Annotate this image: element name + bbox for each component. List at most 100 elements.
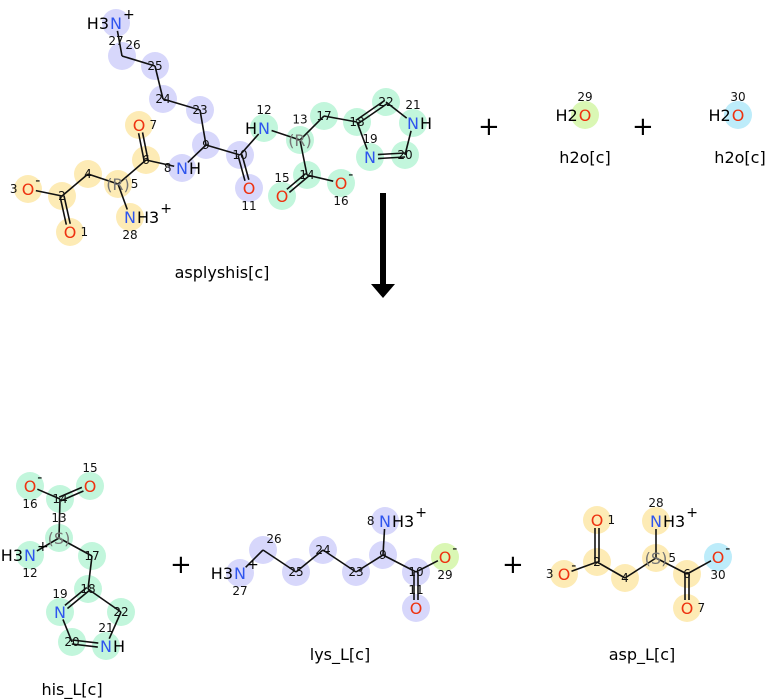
- bond: [154, 65, 164, 100]
- atom-map-number: 10: [232, 148, 247, 162]
- atom-element: O: [22, 180, 35, 199]
- bond: [377, 152, 405, 156]
- bond: [306, 174, 334, 182]
- atom-14: 14: [299, 168, 314, 182]
- bond: [145, 159, 175, 168]
- atom-highlight-3: [550, 560, 578, 588]
- bond: [378, 156, 406, 160]
- atom-map-number: 11: [241, 199, 256, 213]
- atom-17: 17: [84, 549, 99, 563]
- plus-sign-3: +: [170, 550, 192, 580]
- atom-map-number: 27: [232, 584, 247, 598]
- atom-map-number: 14: [52, 492, 67, 506]
- bond: [137, 133, 145, 161]
- atom-highlight-30: [704, 543, 732, 571]
- atom-map-number: 22: [113, 605, 128, 619]
- atom-suffix-hydrogens: H3: [137, 208, 159, 227]
- bond: [199, 109, 207, 146]
- atom-suffix-hydrogens: H: [113, 637, 125, 656]
- atom-map-number: 25: [147, 59, 162, 73]
- atom-suffix-hydrogens: H3: [663, 512, 685, 531]
- bond: [36, 537, 60, 552]
- atom-map-number: 23: [348, 565, 363, 579]
- atom-highlight-30: [724, 101, 752, 129]
- atom-highlight-19: [46, 598, 74, 626]
- atom-prefix-hydrogens: H3: [211, 564, 233, 583]
- atom-19: N19: [52, 587, 67, 622]
- atom-12: NH3+12: [1, 539, 49, 580]
- atom-map-number: 17: [316, 109, 331, 123]
- atom-map-number: 4: [621, 571, 629, 585]
- molecule-name-his: his_L[c]: [41, 680, 102, 700]
- atom-element: N: [234, 564, 246, 583]
- bond: [121, 55, 156, 67]
- bond: [58, 498, 61, 539]
- atom-element: O: [712, 548, 725, 567]
- atom-9: 9: [379, 548, 387, 562]
- atom-10: 10: [408, 565, 423, 579]
- atom-map-number: 15: [82, 461, 97, 475]
- atom-element: (S): [645, 549, 668, 568]
- atom-highlight-29: [431, 543, 459, 571]
- atom-highlight-7: [125, 111, 153, 139]
- atom-24: 24: [155, 92, 170, 106]
- atom-element: N: [364, 148, 376, 167]
- plus-sign-4: +: [502, 550, 524, 580]
- bond: [295, 549, 324, 573]
- atom-element: O: [243, 179, 256, 198]
- bond: [59, 196, 68, 225]
- atom-map-number: 9: [379, 548, 387, 562]
- atom-2: 2: [593, 555, 601, 569]
- atom-map-number: 3: [10, 182, 18, 196]
- atom-map-number: 7: [150, 118, 158, 132]
- atom-17: 17: [316, 109, 331, 123]
- bond: [62, 619, 73, 643]
- molecule-name-asp: asp_L[c]: [609, 645, 676, 665]
- atom-20: 20: [397, 148, 412, 162]
- atom-prefix-hydrogens: H: [245, 119, 257, 138]
- bond: [355, 99, 386, 122]
- bond: [596, 561, 626, 579]
- bond: [162, 98, 201, 111]
- bond: [686, 560, 712, 575]
- atom-map-number: 19: [52, 587, 67, 601]
- atom-charge: -: [725, 541, 730, 557]
- atom-element: N: [124, 208, 136, 227]
- atom-20: 20: [64, 635, 79, 649]
- bond: [356, 121, 368, 150]
- atom-3: O-3: [10, 173, 41, 199]
- atom-map-number: 28: [122, 228, 137, 242]
- atom-element: N: [379, 512, 391, 531]
- atom-charge: -: [452, 541, 457, 557]
- atom-map-number: 29: [437, 568, 452, 582]
- atom-map-number: 30: [730, 90, 745, 104]
- atom-map-number: 28: [648, 496, 663, 510]
- atom-25: 25: [288, 565, 303, 579]
- atom-element: N: [100, 637, 112, 656]
- atom-element: N: [110, 14, 122, 33]
- atom-highlight-21: [399, 109, 427, 137]
- atom-map-number: 12: [22, 566, 37, 580]
- atom-element: (S): [48, 529, 71, 548]
- plus-sign-2: +: [632, 112, 654, 142]
- bond: [245, 549, 264, 568]
- bond-layer: [35, 30, 712, 648]
- bond: [382, 554, 417, 573]
- atom-map-number: 30: [710, 568, 725, 582]
- atom-map-number: 22: [378, 95, 393, 109]
- atom-14: 14: [52, 492, 67, 506]
- atom-11: O11: [408, 583, 423, 618]
- atom-highlight-28: [116, 203, 144, 231]
- atom-map-number: 3: [546, 567, 554, 581]
- atom-27: NH3+27: [87, 7, 135, 48]
- atom-2: 2: [58, 189, 66, 203]
